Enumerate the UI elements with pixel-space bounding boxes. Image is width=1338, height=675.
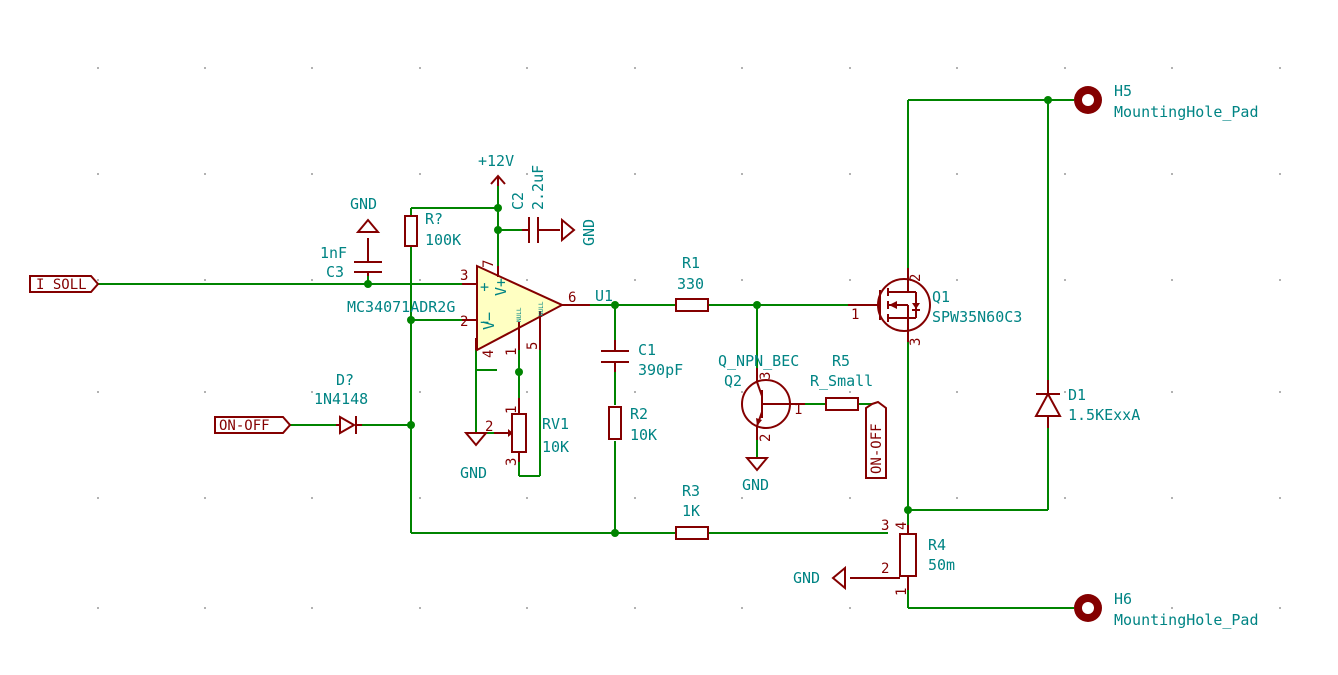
gnd-r4-label: GND (793, 569, 820, 587)
c1-ref: C1 (638, 341, 656, 359)
u1-value: MC34071ADR2G (347, 298, 455, 316)
gnd-symbol-c2: GND (561, 217, 598, 246)
u1-pin3: 3 (460, 268, 468, 284)
r-pullup-value: 100K (425, 231, 461, 249)
resistor-r-pullup[interactable]: R? 100K (404, 210, 461, 249)
c2-ref: C2 (509, 192, 527, 210)
q2-pin1: 1 (794, 402, 802, 418)
q1-pin2: 2 (908, 274, 924, 282)
u1-plus: + (480, 278, 489, 296)
u1-pin1: 1 (504, 348, 520, 356)
global-label-on-off-left[interactable]: ON-OFF (214, 416, 292, 434)
u1-pin2: 2 (460, 314, 468, 330)
r1-ref: R1 (682, 254, 700, 272)
r4-pin4: 4 (894, 522, 910, 530)
d-input-value: 1N4148 (314, 390, 368, 408)
on-off-left-label-text: ON-OFF (219, 418, 270, 434)
r4-pin2: 2 (881, 561, 889, 577)
r1-value: 330 (677, 275, 704, 293)
resistor-r5[interactable]: R5 R_Small (810, 352, 873, 411)
q1-pin1: 1 (851, 307, 859, 323)
global-label-on-off-right[interactable]: ON-OFF (865, 400, 887, 479)
rv1-ref: RV1 (542, 415, 569, 433)
gnd-c3-label: GND (350, 195, 377, 213)
gnd-symbol-r4: GND (793, 565, 846, 591)
on-off-right-label-text: ON-OFF (869, 423, 885, 474)
vcc-label: +12V (478, 152, 514, 170)
wires (98, 99, 1074, 609)
r4-pin1: 1 (894, 588, 910, 596)
h6-value: MountingHole_Pad (1114, 611, 1259, 629)
u1-null2: NULL (538, 301, 545, 316)
resistor-r1[interactable]: R1 330 (675, 254, 709, 312)
resistor-r2[interactable]: R2 10K (608, 405, 657, 444)
u1-pin5: 5 (525, 342, 541, 350)
tvs-diode-d1[interactable]: D1 1.5KExxA (1034, 380, 1140, 428)
d1-value: 1.5KExxA (1068, 406, 1140, 424)
rv1-pin3: 3 (504, 458, 520, 466)
u1-pin7: 7 (481, 260, 497, 268)
capacitor-c1[interactable]: C1 390pF (601, 340, 683, 379)
mosfet-q1[interactable]: 1 2 3 Q1 SPW35N60C3 (848, 268, 1022, 346)
u1-vminus: V− (480, 312, 498, 330)
power-plus12v: +12V (478, 152, 514, 186)
capacitor-c2[interactable]: C2 2.2uF (509, 165, 560, 243)
resistor-r3[interactable]: R3 1K (675, 482, 709, 540)
u1-vplus: V+ (492, 278, 510, 296)
c1-value: 390pF (638, 361, 683, 379)
transistor-q2[interactable]: 3 1 2 Q_NPN_BEC Q2 (718, 352, 805, 442)
i-soll-label-text: I_SOLL (36, 277, 87, 293)
r5-ref: R5 (832, 352, 850, 370)
gnd-q2-label: GND (742, 476, 769, 494)
u1-ref: U1 (595, 287, 613, 305)
q1-value: SPW35N60C3 (932, 308, 1022, 326)
global-label-i-soll[interactable]: I_SOLL (29, 275, 100, 293)
mounting-hole-h6[interactable]: H6 MountingHole_Pad (1074, 590, 1259, 629)
rv1-pin1: 1 (504, 406, 520, 414)
h5-ref: H5 (1114, 82, 1132, 100)
gnd-symbol-rv1: GND (460, 432, 489, 482)
r4-value: 50m (928, 556, 955, 574)
opamp-u1[interactable]: + − V+ V− NULL NULL 3 2 6 7 4 1 5 MC3407… (347, 260, 613, 358)
h6-ref: H6 (1114, 590, 1132, 608)
c3-value: 1nF (320, 244, 347, 262)
q2-pin2: 2 (758, 434, 774, 442)
r4-ref: R4 (928, 536, 946, 554)
u1-minus: − (480, 313, 489, 331)
gnd-c2-label: GND (580, 219, 598, 246)
capacitor-c3[interactable]: 1nF C3 (320, 238, 382, 281)
h5-value: MountingHole_Pad (1114, 103, 1259, 121)
u1-pin6: 6 (568, 290, 576, 306)
c2-value: 2.2uF (529, 165, 547, 210)
c3-ref: C3 (326, 263, 344, 281)
gnd-rv1-label: GND (460, 464, 487, 482)
r2-ref: R2 (630, 405, 648, 423)
r2-value: 10K (630, 426, 657, 444)
r3-value: 1K (682, 502, 700, 520)
rv1-value: 10K (542, 438, 569, 456)
shunt-resistor-r4[interactable]: 3 4 2 1 R4 50m (850, 518, 955, 596)
mounting-hole-h5[interactable]: H5 MountingHole_Pad (1074, 82, 1259, 121)
q2-pin3: 3 (758, 372, 774, 380)
diode-d-input[interactable]: D? 1N4148 (314, 371, 368, 435)
u1-pin4: 4 (481, 350, 497, 358)
q1-pin3: 3 (908, 338, 924, 346)
rv1-pin2: 2 (485, 419, 493, 435)
q1-ref: Q1 (932, 288, 950, 306)
r5-value: R_Small (810, 372, 873, 390)
q2-value: Q_NPN_BEC (718, 352, 799, 370)
gnd-symbol-q2: GND (742, 457, 770, 494)
grid-dots (97, 67, 1281, 609)
r3-ref: R3 (682, 482, 700, 500)
u1-null1: NULL (516, 307, 523, 322)
potentiometer-rv1[interactable]: 2 1 3 RV1 10K (485, 398, 569, 466)
r4-pin3: 3 (881, 518, 889, 534)
r-pullup-ref: R? (425, 210, 443, 228)
gnd-symbol-c3: GND (350, 195, 381, 233)
junctions (364, 96, 1052, 537)
d-input-ref: D? (336, 371, 354, 389)
d1-ref: D1 (1068, 386, 1086, 404)
q2-ref: Q2 (724, 372, 742, 390)
